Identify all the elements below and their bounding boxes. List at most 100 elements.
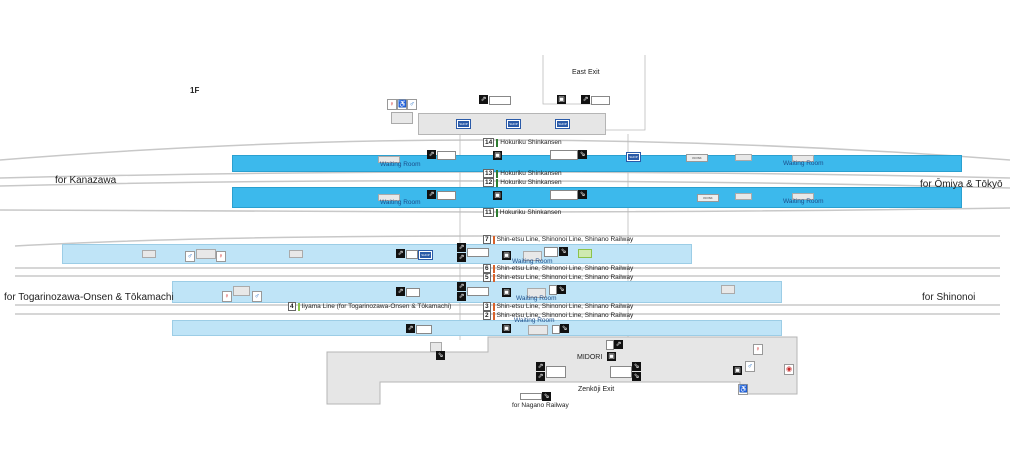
men-toilet-icon: ♂ bbox=[185, 251, 195, 262]
elevator-icon: ▣ bbox=[493, 191, 502, 200]
destination-tokyo: for Ōmiya & Tōkyō bbox=[920, 179, 1003, 190]
stairs-icon: ⇘ bbox=[542, 392, 551, 401]
escalator-icon: ⇗ bbox=[457, 292, 466, 301]
waiting-room-label: Waiting Room bbox=[514, 317, 555, 324]
shop-icon: SHOP bbox=[456, 119, 471, 129]
stairs-icon: ⇘ bbox=[436, 351, 445, 360]
east-exit-outline bbox=[542, 55, 607, 105]
line-color-bar bbox=[492, 302, 495, 311]
midori-ticket-office[interactable]: MIDORI bbox=[577, 354, 603, 361]
escalator-icon: ⇗ bbox=[427, 190, 436, 199]
toilet-room bbox=[391, 112, 413, 124]
stairs-icon: ⇗ bbox=[406, 324, 415, 333]
line-name: Hokuriku Shinkansen bbox=[499, 209, 562, 216]
atm-icon bbox=[578, 249, 592, 258]
bench bbox=[735, 154, 752, 161]
women-toilet-icon: ♀ bbox=[222, 291, 232, 302]
bench bbox=[289, 250, 303, 258]
stairs-icon: ⇗ bbox=[457, 282, 466, 291]
track-number: 11 bbox=[483, 208, 494, 217]
shop-icon: SHOP bbox=[555, 119, 570, 129]
line-color-bar bbox=[492, 273, 495, 282]
stairs bbox=[406, 250, 418, 259]
stairs-icon: ⇘ bbox=[559, 247, 568, 256]
escalator bbox=[467, 287, 489, 296]
waiting-room-label: Waiting Room bbox=[783, 160, 824, 167]
stairs-icon: ⇘ bbox=[578, 150, 587, 159]
floor-label: 1F bbox=[190, 86, 200, 95]
platform-6-7 bbox=[62, 244, 692, 264]
line-color-bar bbox=[297, 302, 300, 311]
east-exit-label[interactable]: East Exit bbox=[572, 69, 600, 76]
line-color-bar bbox=[492, 235, 495, 244]
track-number: 7 bbox=[483, 235, 491, 244]
escalator bbox=[467, 248, 489, 257]
track-line bbox=[0, 171, 1011, 179]
elevator-icon: ▣ bbox=[607, 352, 616, 361]
accessible-toilet-icon: ♿ bbox=[738, 384, 748, 395]
elevator-icon: ▣ bbox=[493, 151, 502, 160]
accessible-toilet-icon: ♿ bbox=[397, 99, 407, 110]
stairs bbox=[550, 150, 578, 160]
line-name: Shin-etsu Line, Shinonoi Line, Shinano R… bbox=[496, 303, 634, 310]
escalator-icon: ⇗ bbox=[457, 253, 466, 262]
destination-shinonoi: for Shinonoi bbox=[922, 292, 976, 303]
bench bbox=[378, 156, 400, 163]
zenkoji-exit-label[interactable]: Zenkōji Exit bbox=[578, 386, 615, 393]
stairs bbox=[406, 288, 420, 297]
stairs-icon: ⇘ bbox=[578, 190, 587, 199]
stairs bbox=[552, 325, 560, 334]
track-13-label: 13 Hokuriku Shinkansen bbox=[483, 169, 562, 178]
bench bbox=[721, 285, 735, 294]
line-color-bar bbox=[492, 311, 495, 320]
line-color-bar bbox=[496, 178, 499, 187]
women-toilet-icon: ♀ bbox=[216, 251, 226, 262]
destination-kanazawa: for Kanazawa bbox=[55, 175, 117, 186]
track-number: 13 bbox=[483, 169, 495, 178]
bench bbox=[378, 194, 400, 201]
platform-13-14 bbox=[232, 155, 962, 172]
line-color-bar bbox=[496, 169, 499, 178]
elevator-icon: ▣ bbox=[502, 324, 511, 333]
stairs bbox=[544, 247, 558, 257]
waiting-room-label: Waiting Room bbox=[380, 199, 421, 206]
stairs-icon: ⇘ bbox=[557, 285, 566, 294]
waiting-room-label: Waiting Room bbox=[380, 161, 421, 168]
escalator-icon: ⇗ bbox=[614, 340, 623, 349]
stairs bbox=[550, 190, 578, 200]
line-color-bar bbox=[492, 264, 495, 273]
escalator-icon: ⇗ bbox=[536, 362, 545, 371]
women-toilet-icon: ♀ bbox=[753, 344, 763, 355]
stairs-icon: ⇘ bbox=[632, 372, 641, 381]
escalator bbox=[606, 340, 614, 350]
stairs bbox=[549, 285, 557, 295]
elevator-icon: ▣ bbox=[557, 95, 566, 104]
elevator-icon: ▣ bbox=[502, 288, 511, 297]
escalator-icon: ⇘ bbox=[632, 362, 641, 371]
line-name: Shin-etsu Line, Shinonoi Line, Shinano R… bbox=[496, 312, 634, 319]
nagano-railway-label[interactable]: for Nagano Railway bbox=[512, 402, 569, 409]
elevator-icon: ▣ bbox=[502, 251, 511, 260]
waiting-room bbox=[528, 325, 548, 335]
stairs bbox=[546, 366, 566, 378]
line-name: Shin-etsu Line, Shinonoi Line, Shinano R… bbox=[496, 274, 634, 281]
line-name: Hokuriku Shinkansen bbox=[500, 179, 562, 186]
stairs-icon: ⇗ bbox=[479, 95, 488, 104]
escalator bbox=[437, 151, 456, 160]
track-number: 5 bbox=[483, 273, 491, 282]
track-number: 12 bbox=[483, 178, 495, 187]
toilet-room bbox=[233, 286, 250, 296]
line-name: Shin-etsu Line, Shinonoi Line, Shinano R… bbox=[496, 265, 634, 272]
line-name: Hokuriku Shinkansen bbox=[500, 170, 562, 177]
line-color-bar bbox=[496, 138, 499, 147]
stairs bbox=[416, 325, 432, 334]
shop-icon: SHOP bbox=[506, 119, 521, 129]
track-11-label: 11 Hokuriku Shinkansen bbox=[483, 208, 561, 217]
escalator bbox=[591, 96, 610, 105]
